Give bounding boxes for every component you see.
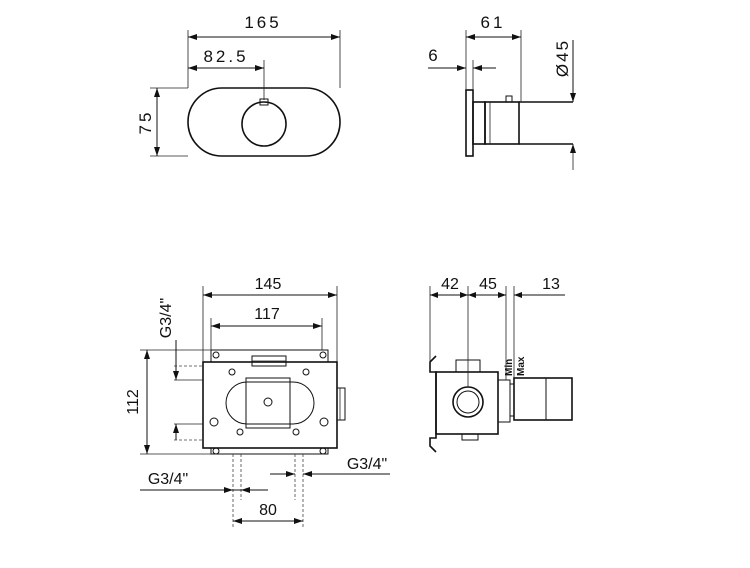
front-plate-view: 165 82.5 75 bbox=[136, 13, 341, 157]
dim-knob-diameter: Ø45 bbox=[553, 39, 572, 77]
thread-label-right: G3/4" bbox=[347, 456, 387, 473]
side-bracket bbox=[429, 355, 437, 453]
side-cartridge-base bbox=[497, 379, 511, 423]
body-top-flange bbox=[210, 349, 329, 363]
side-knob-lever bbox=[505, 95, 513, 103]
dim-body-height: 112 bbox=[125, 389, 142, 415]
side-body bbox=[435, 371, 499, 435]
dim-side-depth: 61 bbox=[481, 13, 506, 32]
body-right-port bbox=[336, 387, 346, 421]
body-inner-capsule bbox=[225, 381, 315, 425]
label-max: Max bbox=[516, 356, 527, 376]
dim-front-center: 82.5 bbox=[203, 47, 248, 66]
thread-label-left: G3/4" bbox=[148, 471, 188, 488]
dim-body-outer-width: 145 bbox=[255, 276, 282, 293]
side-plate bbox=[465, 89, 474, 157]
label-min: Min bbox=[504, 359, 515, 376]
dim-side-c: 13 bbox=[542, 276, 560, 293]
thread-label-top: G3/4" bbox=[158, 298, 175, 338]
plate-side-view: 61 6 Ø45 bbox=[428, 13, 576, 170]
body-front-view: 145 117 112 G3/4" G3/4" G3/4" 80 bbox=[125, 276, 390, 528]
dim-side-b: 45 bbox=[479, 276, 497, 293]
body-spindle bbox=[263, 397, 273, 407]
body-side-view: 42 45 13 Min Max bbox=[429, 276, 573, 453]
side-collar bbox=[472, 101, 486, 145]
dim-body-inner-width: 117 bbox=[254, 306, 280, 323]
side-bottom-port bbox=[461, 433, 479, 441]
dim-plate-thickness: 6 bbox=[428, 46, 437, 65]
control-knob bbox=[241, 101, 287, 147]
dim-side-a: 42 bbox=[441, 276, 459, 293]
body-bottom-flange bbox=[210, 447, 329, 455]
dim-port-spacing: 80 bbox=[259, 502, 277, 519]
side-knob-body bbox=[484, 101, 520, 145]
side-cartridge-body bbox=[513, 377, 573, 421]
dim-front-height: 75 bbox=[136, 110, 155, 135]
dim-front-width: 165 bbox=[244, 13, 281, 32]
side-outlet-inner bbox=[456, 390, 480, 414]
body-cartridge-block bbox=[245, 377, 291, 429]
